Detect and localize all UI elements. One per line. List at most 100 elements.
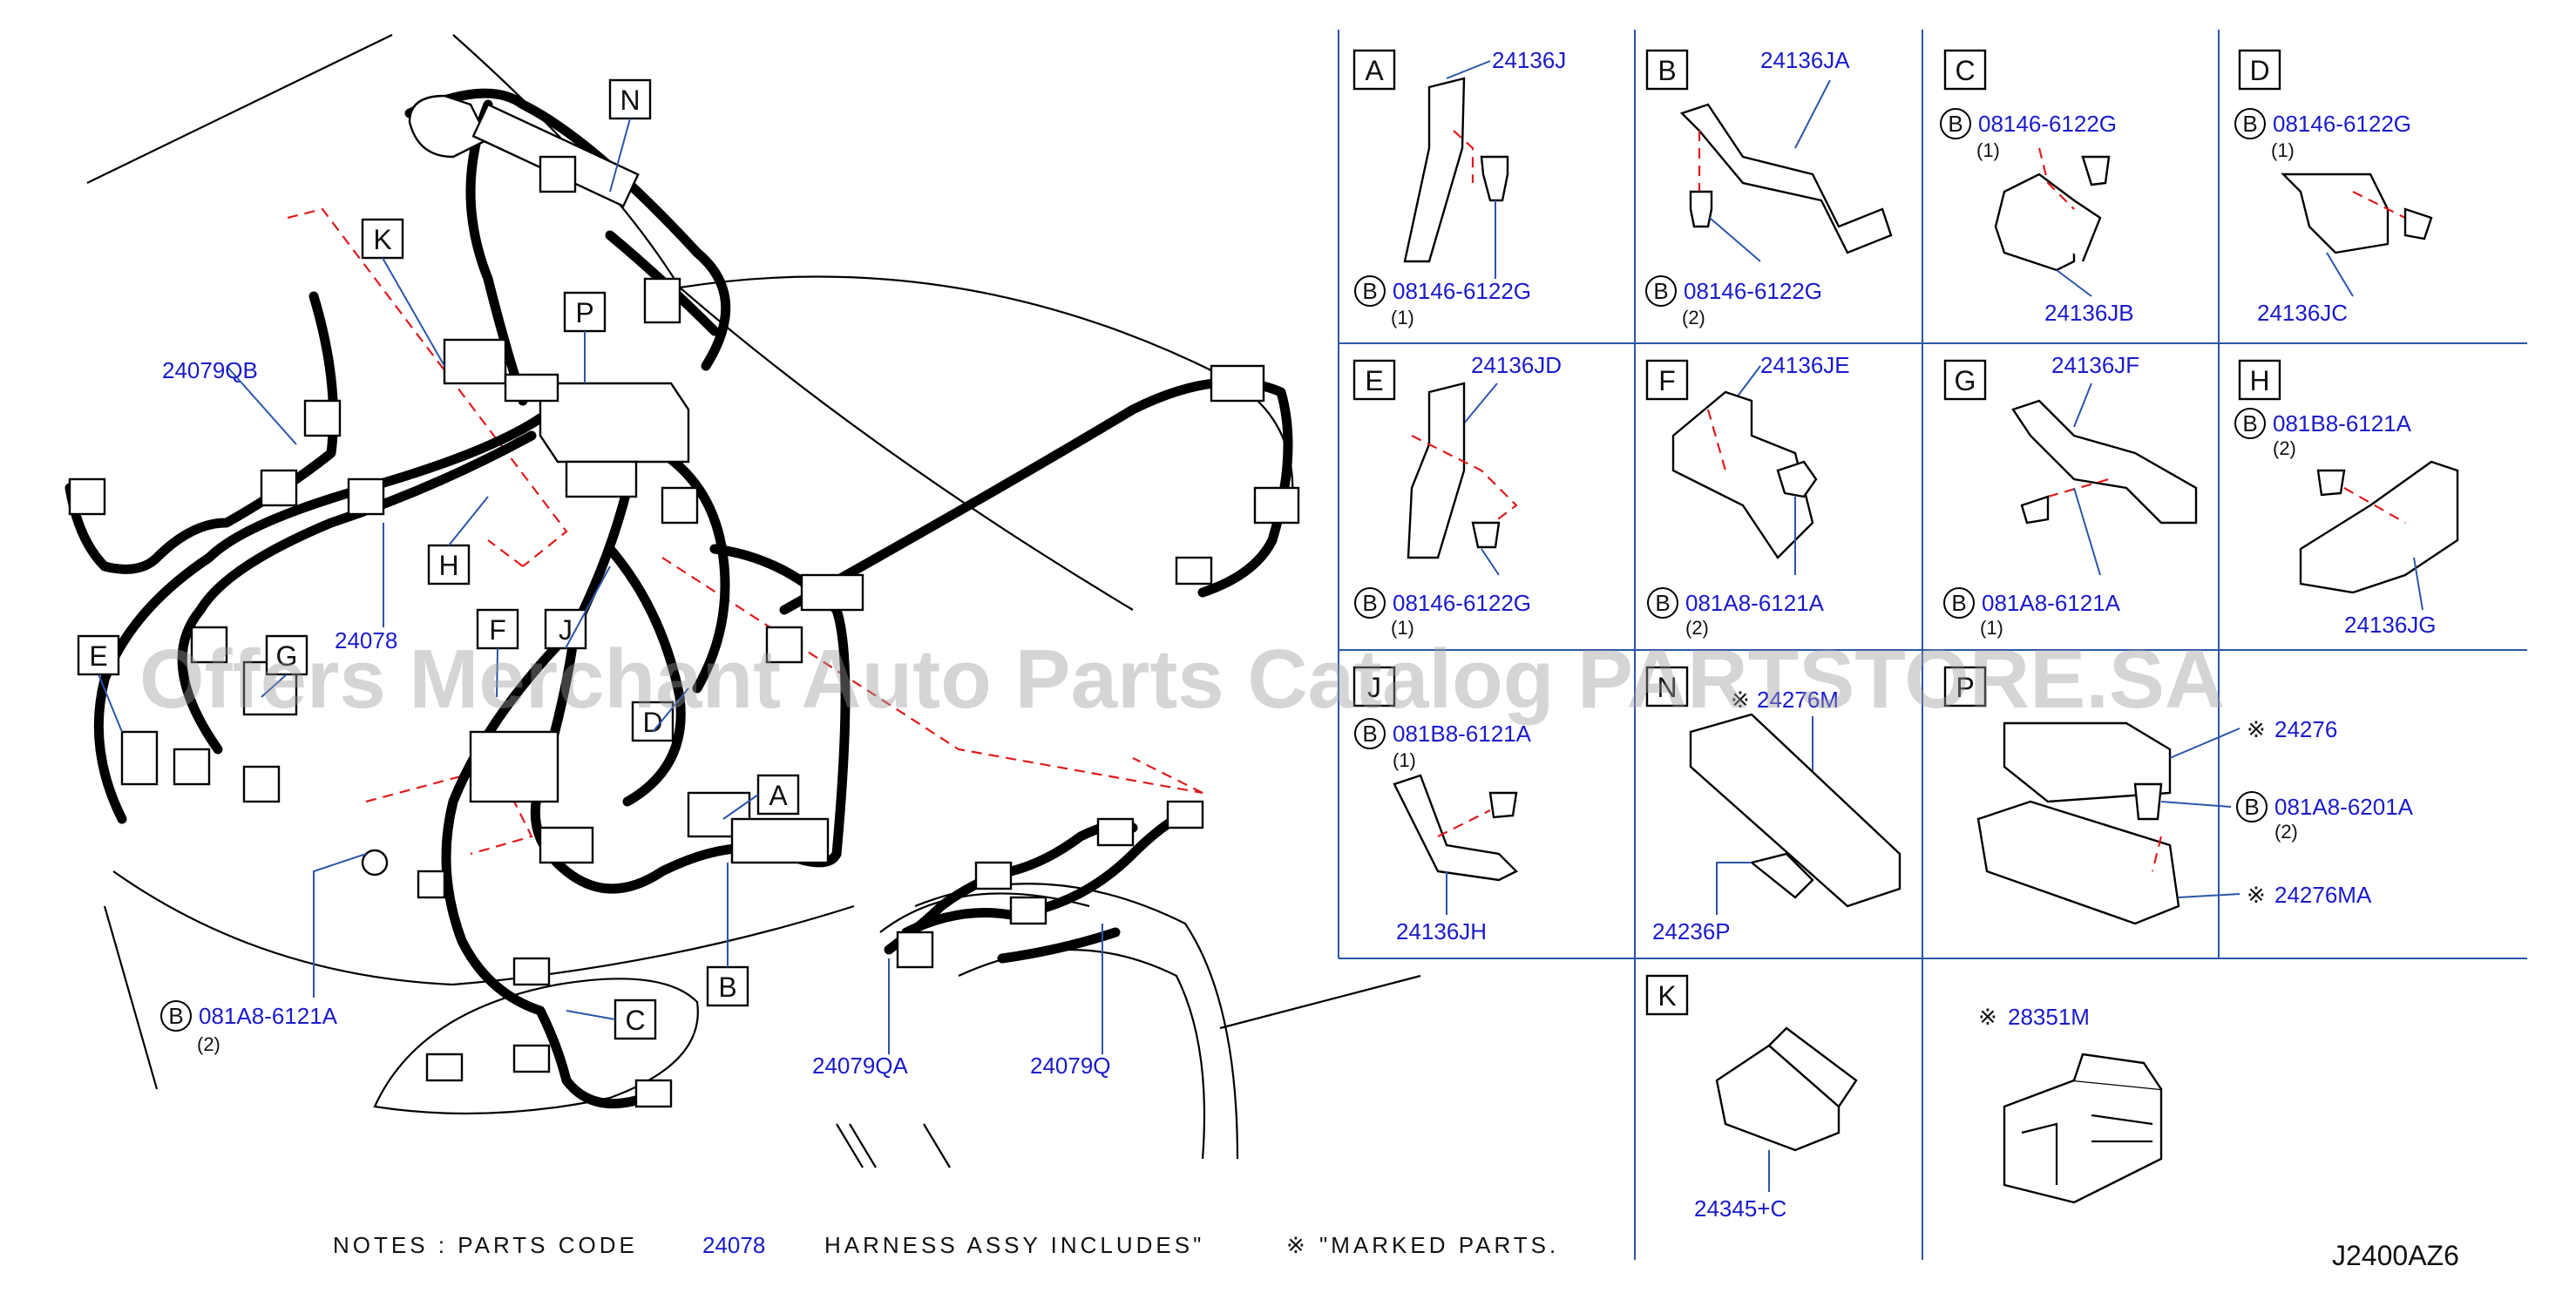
part-081a8-6121a-g[interactable]: 081A8-6121A xyxy=(1982,590,2121,616)
panel-h: H B 081B8-6121A (2) 24136JG xyxy=(2234,359,2459,638)
part-081b8-6121a-j[interactable]: 081B8-6121A xyxy=(1393,721,1532,747)
part-081b8-6121a-h[interactable]: 081B8-6121A xyxy=(2273,410,2412,437)
callout-d[interactable]: D xyxy=(631,701,675,742)
svg-text:G: G xyxy=(1955,365,1976,396)
svg-text:B: B xyxy=(1362,590,1377,616)
part-24136je[interactable]: 24136JE xyxy=(1760,352,1850,378)
svg-text:B: B xyxy=(1951,590,1966,616)
part-24136ja[interactable]: 24136JA xyxy=(1760,47,1850,73)
svg-text:J: J xyxy=(559,614,573,646)
svg-text:※: ※ xyxy=(2247,716,2266,742)
panel-d: D B 08146-6122G (1) 24136JC xyxy=(2234,49,2433,326)
part-24136jd[interactable]: 24136JD xyxy=(1471,352,1562,378)
watermark: Offers Merchant Auto Parts Catalog PARTS… xyxy=(139,633,2225,726)
svg-text:※: ※ xyxy=(1286,1232,1309,1258)
panel-j: J B 081B8-6121A (1) 24136JH xyxy=(1352,666,1532,944)
part-24276ma[interactable]: 24276MA xyxy=(2274,882,2372,908)
svg-text:(1): (1) xyxy=(1391,617,1414,639)
svg-text:E: E xyxy=(89,640,107,672)
svg-text:H: H xyxy=(438,550,458,581)
svg-text:K: K xyxy=(373,224,391,255)
svg-text:H: H xyxy=(2249,365,2269,396)
part-081a8-6121a-main[interactable]: 081A8-6121A xyxy=(199,1003,338,1029)
part-08146-6122g-b[interactable]: 08146-6122G xyxy=(1684,278,1822,304)
part-24079qa[interactable]: 24079QA xyxy=(812,1053,909,1079)
svg-text:(2): (2) xyxy=(197,1033,220,1055)
part-24079q[interactable]: 24079Q xyxy=(1030,1053,1111,1079)
panel-p: P ※ 24276 B 081A8-6201A (2) ※ 24276MA xyxy=(1943,666,2414,925)
svg-text:K: K xyxy=(1657,980,1676,1012)
part-24136jg[interactable]: 24136JG xyxy=(2344,612,2437,638)
svg-text:B: B xyxy=(718,971,736,1003)
svg-text:※: ※ xyxy=(2247,882,2266,908)
main-bolt-label: B 081A8-6121A (2) xyxy=(160,1000,338,1055)
callout-e[interactable]: E xyxy=(77,634,120,676)
part-24136j[interactable]: 24136J xyxy=(1492,47,1566,73)
svg-text:(2): (2) xyxy=(2274,821,2298,843)
part-24136jf[interactable]: 24136JF xyxy=(2051,352,2139,378)
part-081a8-6201a[interactable]: 081A8-6201A xyxy=(2274,794,2414,820)
svg-text:(1): (1) xyxy=(1391,307,1414,328)
svg-text:(1): (1) xyxy=(1980,617,2003,639)
callout-n[interactable]: N xyxy=(608,78,652,120)
part-24236p[interactable]: 24236P xyxy=(1652,918,1731,944)
svg-text:A: A xyxy=(1365,55,1384,86)
part-08146-6122g-a[interactable]: 08146-6122G xyxy=(1393,278,1531,304)
part-24345-c[interactable]: 24345+C xyxy=(1694,1195,1786,1222)
svg-text:HARNESS ASSY INCLUDES": HARNESS ASSY INCLUDES" xyxy=(824,1232,1204,1258)
panel-grid xyxy=(1338,30,2527,1260)
svg-text:D: D xyxy=(2249,55,2269,86)
notes-footer: NOTES : PARTS CODE 24078 HARNESS ASSY IN… xyxy=(333,1232,1559,1258)
panel-n: N ※ 24276M 24236P xyxy=(1645,666,1901,944)
part-24136jb[interactable]: 24136JB xyxy=(2044,300,2134,326)
svg-text:B: B xyxy=(2242,410,2257,437)
panel-k: K 24345+C xyxy=(1645,974,1858,1222)
svg-text:(1): (1) xyxy=(1393,749,1416,771)
svg-text:B: B xyxy=(1655,590,1670,616)
svg-text:B: B xyxy=(1657,55,1676,86)
svg-text:(1): (1) xyxy=(1976,139,2000,161)
panel-b: B 24136JA B 08146-6122G (2) xyxy=(1645,47,1893,328)
svg-text:P: P xyxy=(1956,672,1974,703)
part-28351m[interactable]: 28351M xyxy=(2008,1004,2090,1030)
svg-text:G: G xyxy=(276,640,298,672)
svg-text:N: N xyxy=(620,85,640,116)
diagram-code: J2400AZ6 xyxy=(2332,1240,2459,1271)
part-24079qb[interactable]: 24079QB xyxy=(162,357,258,383)
part-08146-6122g-c[interactable]: 08146-6122G xyxy=(1978,111,2117,137)
svg-text:E: E xyxy=(1365,365,1383,396)
callout-f[interactable]: F xyxy=(476,608,519,650)
panel-f: F 24136JE B 081A8-6121A (2) xyxy=(1645,352,1850,639)
part-24276[interactable]: 24276 xyxy=(2274,716,2337,742)
harness-components xyxy=(68,94,1300,1108)
part-08146-6122g-d[interactable]: 08146-6122G xyxy=(2273,111,2411,137)
svg-text:J: J xyxy=(1367,672,1381,703)
svg-text:"MARKED PARTS.: "MARKED PARTS. xyxy=(1319,1232,1559,1258)
part-24276m[interactable]: 24276M xyxy=(1757,687,1839,713)
svg-text:P: P xyxy=(575,297,593,328)
svg-text:B: B xyxy=(1362,721,1377,747)
callout-k[interactable]: K xyxy=(361,218,404,260)
panel-a: A 24136J B 08146-6122G (1) xyxy=(1352,47,1566,328)
svg-text:A: A xyxy=(769,780,788,811)
callout-c[interactable]: C xyxy=(613,999,657,1040)
svg-text:※: ※ xyxy=(1731,687,1750,713)
part-24136jc[interactable]: 24136JC xyxy=(2257,300,2348,326)
part-081a8-6121a-f[interactable]: 081A8-6121A xyxy=(1685,590,1825,616)
panel-28351m: ※ 28351M xyxy=(1978,1004,2163,1204)
svg-text:NOTES : PARTS CODE: NOTES : PARTS CODE xyxy=(333,1232,638,1258)
part-24136jh[interactable]: 24136JH xyxy=(1396,918,1487,944)
callout-p[interactable]: P xyxy=(563,291,607,333)
notes-parts-code[interactable]: 24078 xyxy=(702,1232,765,1258)
callout-a[interactable]: A xyxy=(756,774,800,816)
svg-text:B: B xyxy=(1948,111,1963,137)
part-24078[interactable]: 24078 xyxy=(335,627,397,653)
callout-b[interactable]: B xyxy=(706,965,749,1007)
callout-leaders xyxy=(98,118,1103,1054)
svg-text:F: F xyxy=(489,614,506,646)
panel-e: E 24136JD B 08146-6122G (1) xyxy=(1352,352,1562,639)
callout-g[interactable]: G xyxy=(265,634,308,676)
callout-h[interactable]: H xyxy=(427,544,471,586)
part-08146-6122g-e[interactable]: 08146-6122G xyxy=(1393,590,1531,616)
